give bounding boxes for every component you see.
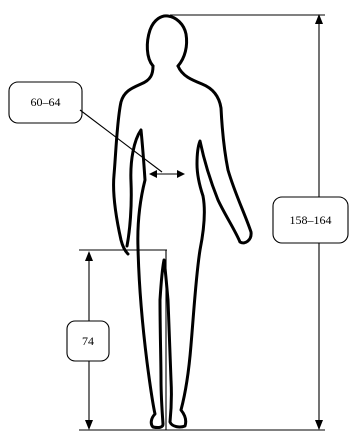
leg-label-box: [66, 320, 110, 362]
body-outline: [112, 64, 253, 430]
waist-arrowhead-left: [149, 170, 157, 178]
head-outline: [145, 14, 189, 68]
leg-dimension: 74: [66, 249, 167, 430]
height-arrowhead-bottom: [315, 420, 323, 430]
height-label: 158–164: [290, 213, 332, 227]
female-figure-outline: [112, 14, 253, 430]
height-label-box: [272, 196, 349, 244]
waist-label-box: [8, 81, 83, 124]
leg-arrowhead-top: [85, 251, 93, 261]
leg-arrowhead-bottom: [85, 420, 93, 430]
height-arrowhead-top: [315, 14, 323, 24]
waist-dimension: 60–64: [8, 81, 185, 178]
height-dimension: 158–164: [170, 14, 349, 430]
waist-leader-line: [79, 109, 163, 173]
waist-arrowhead-right: [177, 170, 185, 178]
waist-label: 60–64: [31, 95, 61, 109]
leg-label: 74: [82, 334, 94, 348]
